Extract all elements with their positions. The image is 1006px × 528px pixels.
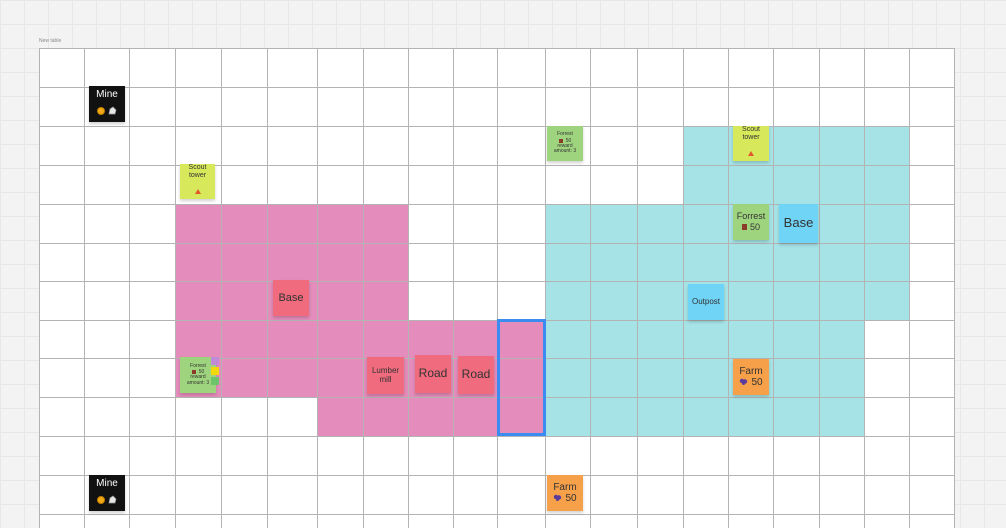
road-sticky-2[interactable]: Road: [458, 356, 494, 394]
grid-line-vertical: [864, 48, 865, 528]
yellow-marker[interactable]: [211, 367, 219, 375]
scout-tower-label: Scout tower: [742, 126, 760, 141]
lumber-mill-sticky[interactable]: Lumber mill: [367, 357, 404, 394]
gold-coin-icon: [97, 495, 105, 504]
grid-line-vertical: [129, 48, 130, 528]
farm-amount: 50: [565, 493, 577, 504]
mine-sticky-top[interactable]: Mine: [89, 86, 125, 122]
scout-tower-sticky-right[interactable]: Scout tower: [733, 126, 769, 161]
grid-line-vertical: [453, 48, 454, 528]
forrest-extra: reward amount: 3: [186, 374, 210, 386]
grid-line-vertical: [728, 48, 729, 528]
grid-line-horizontal: [39, 165, 955, 166]
grid-line-horizontal: [39, 243, 955, 244]
game-board-table[interactable]: Mine Mine Scout tower Scout tower Forres…: [39, 48, 955, 528]
forrest-sticky-right[interactable]: Forrest 50: [733, 204, 769, 240]
pink-territory: [317, 397, 545, 436]
wood-icon: [741, 223, 747, 230]
grid-line-horizontal: [39, 475, 955, 476]
mine-label: Mine: [96, 477, 118, 489]
forrest-amount: 50: [198, 369, 205, 376]
farm-amount: 50: [751, 377, 763, 388]
grid-line-horizontal: [39, 514, 955, 515]
grapes-icon: [553, 493, 562, 504]
grid-line-vertical: [39, 48, 40, 528]
grapes-icon: [739, 377, 748, 388]
grid-line-vertical: [954, 48, 955, 528]
forrest-label: Forrest: [190, 362, 206, 369]
grid-line-vertical: [819, 48, 820, 528]
grid-line-vertical: [683, 48, 684, 528]
farm-sticky-right[interactable]: Farm 50: [733, 359, 769, 395]
grid-line-horizontal: [39, 87, 955, 88]
road-label: Road: [418, 366, 448, 381]
teal-territory: [545, 204, 909, 320]
grid-line-horizontal: [39, 126, 955, 127]
lumber-mill-label: Lumber mill: [371, 365, 400, 384]
grid-line-vertical: [267, 48, 268, 528]
grid-line-vertical: [909, 48, 910, 528]
stone-icon: [108, 491, 117, 509]
outpost-sticky[interactable]: Outpost: [688, 284, 724, 320]
teal-territory: [545, 320, 864, 436]
selected-cell[interactable]: [497, 319, 546, 436]
grid-line-vertical: [545, 48, 546, 528]
grid-line-vertical: [590, 48, 591, 528]
grid-line-horizontal: [39, 48, 955, 49]
purple-marker[interactable]: [211, 357, 219, 365]
base-label: Base: [278, 291, 304, 304]
tower-icon: [194, 181, 201, 199]
outpost-label: Outpost: [691, 296, 720, 306]
farm-label: Farm: [739, 366, 763, 377]
forrest-label: Forrest: [557, 131, 573, 138]
grid-line-vertical: [497, 48, 498, 528]
grid-line-vertical: [175, 48, 176, 528]
grid-line-horizontal: [39, 281, 955, 282]
mine-label: Mine: [96, 88, 118, 100]
base-sticky-left[interactable]: Base: [273, 280, 309, 316]
board-title: New table: [39, 38, 62, 44]
green-marker[interactable]: [211, 377, 219, 385]
grid-line-vertical: [84, 48, 85, 528]
forrest-amount: 50: [565, 137, 572, 144]
base-sticky-right[interactable]: Base: [779, 204, 818, 243]
mine-sticky-bottom[interactable]: Mine: [89, 475, 125, 511]
stone-icon: [108, 102, 117, 120]
grid-line-horizontal: [39, 436, 955, 437]
gold-coin-icon: [97, 106, 105, 115]
wood-icon: [191, 370, 196, 375]
grid-line-vertical: [317, 48, 318, 528]
grid-line-horizontal: [39, 204, 955, 205]
base-label: Base: [783, 215, 814, 231]
grid-line-vertical: [408, 48, 409, 528]
farm-sticky-bottom[interactable]: Farm 50: [547, 475, 583, 511]
forrest-extra: reward amount: 3: [553, 142, 577, 155]
grid-line-vertical: [221, 48, 222, 528]
scout-tower-label: Scout tower: [188, 164, 207, 179]
forrest-label: Forrest: [736, 211, 766, 222]
tower-icon: [748, 143, 754, 161]
grid-line-vertical: [637, 48, 638, 528]
grid-line-vertical: [363, 48, 364, 528]
road-sticky-1[interactable]: Road: [415, 355, 451, 393]
scout-tower-sticky-left[interactable]: Scout tower: [180, 164, 215, 199]
road-label: Road: [461, 367, 491, 382]
forrest-sticky-left[interactable]: Forrest 50 reward amount: 3: [180, 357, 216, 393]
forrest-amount: 50: [749, 221, 760, 232]
forrest-sticky-top[interactable]: Forrest 50 reward amount: 3: [547, 126, 583, 161]
wood-icon: [558, 138, 563, 143]
grid-line-vertical: [773, 48, 774, 528]
farm-label: Farm: [553, 482, 577, 493]
